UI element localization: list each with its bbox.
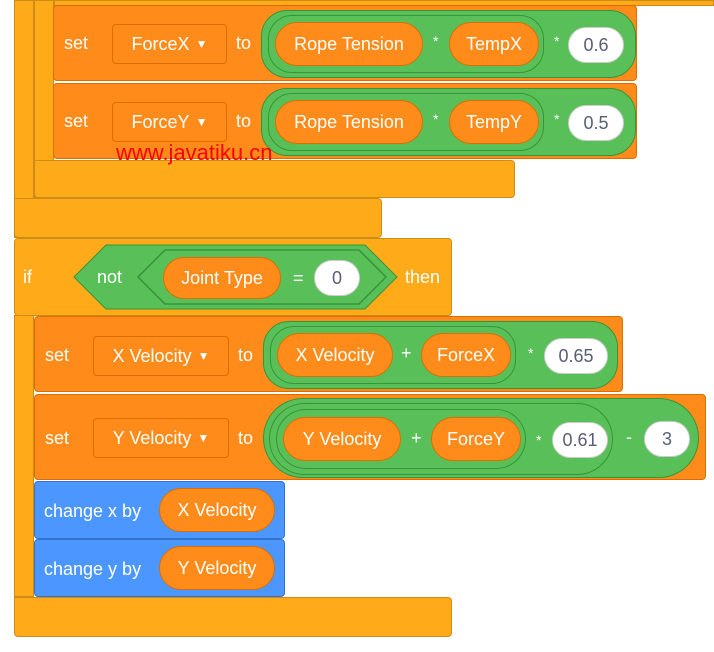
reporter-rope-tension[interactable]: Rope Tension	[275, 100, 423, 144]
number-input-factor[interactable]: 0.5	[568, 105, 624, 141]
multiply-symbol: *	[433, 33, 439, 49]
chevron-down-icon: ▼	[195, 115, 208, 129]
set-label: set	[45, 345, 70, 365]
number-input-compare[interactable]: 0	[314, 260, 360, 296]
to-label: to	[236, 33, 252, 53]
multiply-symbol: *	[554, 33, 560, 49]
add-operator-inner[interactable]: X Velocity + ForceX	[270, 326, 516, 384]
dropdown-value: ForceX	[131, 33, 190, 54]
set-forcey-block[interactable]: set ForceY ▼ to Rope Tension * TempY * 0…	[53, 83, 637, 159]
number-input-factor[interactable]: 0.65	[544, 338, 608, 374]
multiply-symbol: *	[554, 111, 560, 127]
variable-dropdown-y-velocity[interactable]: Y Velocity ▼	[93, 418, 229, 458]
multiply-operator-inner[interactable]: Y Velocity + ForceY * 0.61	[269, 403, 613, 475]
chevron-down-icon: ▼	[197, 349, 210, 363]
reporter-forcex[interactable]: ForceX	[421, 333, 511, 377]
set-label: set	[45, 428, 70, 448]
variable-dropdown-x-velocity[interactable]: X Velocity ▼	[93, 336, 229, 376]
plus-symbol: +	[401, 343, 412, 363]
set-y-velocity-block[interactable]: set Y Velocity ▼ to Y Velocity + ForceY …	[34, 394, 706, 480]
reporter-tempy[interactable]: TempY	[449, 100, 539, 144]
add-operator-inner[interactable]: Y Velocity + ForceY	[276, 409, 526, 469]
reporter-y-velocity[interactable]: Y Velocity	[283, 417, 401, 461]
reporter-joint-type[interactable]: Joint Type	[163, 257, 281, 299]
change-y-label: change y by	[44, 559, 142, 579]
set-x-velocity-block[interactable]: set X Velocity ▼ to X Velocity + ForceX …	[34, 316, 623, 392]
multiply-operator-outer[interactable]: Rope Tension * TempX * 0.6	[261, 10, 636, 78]
chevron-down-icon: ▼	[195, 37, 208, 51]
to-label: to	[236, 111, 252, 131]
not-label: not	[97, 267, 123, 287]
if-label: if	[23, 267, 32, 287]
reporter-x-velocity[interactable]: X Velocity	[159, 488, 275, 532]
set-label: set	[64, 111, 89, 131]
multiply-operator-outer[interactable]: Rope Tension * TempY * 0.5	[261, 88, 636, 156]
set-forcex-block[interactable]: set ForceX ▼ to Rope Tension * TempX * 0…	[53, 5, 637, 81]
multiply-operator-inner[interactable]: Rope Tension * TempX	[268, 15, 544, 73]
chevron-down-icon: ▼	[197, 431, 210, 445]
change-x-label: change x by	[44, 501, 142, 521]
reporter-x-velocity[interactable]: X Velocity	[277, 333, 393, 377]
plus-symbol: +	[411, 428, 422, 448]
multiply-operator-inner[interactable]: Rope Tension * TempY	[268, 93, 544, 151]
multiply-operator-outer[interactable]: X Velocity + ForceX * 0.65	[263, 321, 618, 389]
variable-dropdown-forcey[interactable]: ForceY ▼	[112, 102, 227, 142]
reporter-rope-tension[interactable]: Rope Tension	[275, 22, 423, 66]
reporter-tempx[interactable]: TempX	[449, 22, 539, 66]
if-block-header[interactable]: if not Joint Type = 0 then	[14, 238, 452, 316]
dropdown-value: Y Velocity	[112, 427, 192, 448]
to-label: to	[238, 345, 254, 365]
minus-symbol: -	[626, 427, 632, 447]
watermark-text: www.javatiku.cn	[116, 140, 273, 165]
change-x-by-block[interactable]: change x by X Velocity	[34, 481, 285, 539]
subtract-operator-outer[interactable]: Y Velocity + ForceY * 0.61 - 3	[263, 398, 699, 478]
change-y-by-block[interactable]: change y by Y Velocity	[34, 539, 285, 597]
inner-c-block-bottom	[34, 160, 515, 198]
multiply-symbol: *	[528, 345, 534, 361]
reporter-y-velocity[interactable]: Y Velocity	[159, 546, 275, 590]
variable-dropdown-forcex[interactable]: ForceX ▼	[112, 24, 227, 64]
dropdown-value: X Velocity	[112, 345, 192, 366]
to-label: to	[238, 428, 254, 448]
outer-c-block-bottom	[14, 198, 382, 238]
number-input-factor[interactable]: 0.6	[568, 27, 624, 63]
equals-symbol: =	[293, 268, 304, 288]
number-input-subtract[interactable]: 3	[644, 421, 690, 457]
multiply-symbol: *	[536, 432, 542, 448]
multiply-symbol: *	[433, 111, 439, 127]
reporter-forcey[interactable]: ForceY	[431, 417, 521, 461]
then-label: then	[405, 267, 441, 287]
if-block-bottom	[14, 597, 452, 637]
set-label: set	[64, 33, 89, 53]
number-input-factor[interactable]: 0.61	[552, 422, 608, 458]
dropdown-value: ForceY	[131, 111, 190, 132]
if-block-left-arm	[14, 315, 34, 597]
